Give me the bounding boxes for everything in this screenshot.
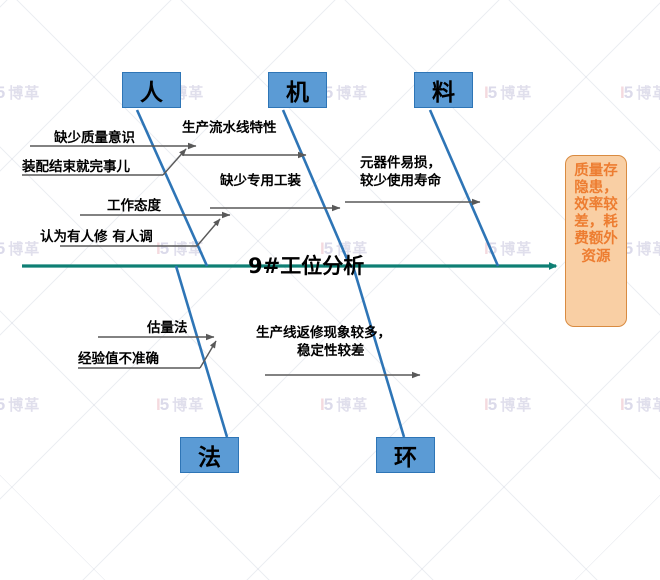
cause-label-fa-1: 估量法	[147, 320, 188, 336]
diagram-text-layer: 人 机 料 法 环 质量存隐患，效率较差，耗费额外资源 9#工位分析 缺少质量意…	[22, 72, 627, 473]
category-label-liao: 料	[432, 80, 455, 106]
fishbone-bones-svg	[22, 109, 558, 438]
cause-label-ji-1: 生产流水线特性	[182, 120, 277, 136]
cause-label-ren-3: 工作态度	[107, 198, 161, 214]
watermark-text: 博革	[8, 397, 41, 414]
category-box-ren[interactable]: 人	[122, 72, 181, 108]
sub-arrow-fa-2-connector	[78, 340, 217, 369]
watermark-glyph-icon: I5	[484, 83, 497, 102]
watermark-glyph-icon: I5	[320, 239, 333, 258]
category-box-ji[interactable]: 机	[268, 72, 327, 108]
category-box-huan[interactable]: 环	[376, 437, 435, 473]
sub-arrow-ren-4-connector	[60, 218, 221, 247]
watermark-glyph-icon: I5	[0, 84, 5, 101]
main-bone-huan	[351, 265, 406, 438]
watermark-text: 博革	[636, 241, 660, 258]
cause-label-ren-1: 缺少质量意识	[54, 130, 135, 146]
watermark-text: 博革	[172, 397, 205, 414]
watermark-text: 博革	[636, 85, 660, 102]
cause-label-ren-4: 认为有人修 有人调	[40, 229, 153, 245]
cause-label-ren-2: 装配结束就完事儿	[22, 159, 130, 175]
watermark-text: 博革	[500, 397, 533, 414]
cause-label-liao-1: 元器件易损，	[360, 155, 441, 171]
category-box-liao[interactable]: 料	[414, 72, 473, 108]
watermark-text: 博革	[636, 397, 660, 414]
watermark-glyph-icon: I5	[620, 83, 633, 102]
effect-text: 质量存隐患，效率较差，耗费额外资源	[574, 163, 618, 265]
cause-label-liao-2: 较少使用寿命	[360, 173, 441, 189]
main-bone-ji	[281, 109, 352, 267]
watermark-glyph-icon: I5	[0, 240, 5, 257]
watermark-glyph-icon: I5	[484, 239, 497, 258]
watermark-glyph-icon: I5	[620, 395, 633, 414]
cause-label-huan-1: 生产线返修现象较多，	[256, 325, 391, 341]
main-bone-ren	[135, 109, 209, 267]
spine-center-label: 9#工位分析	[248, 254, 365, 278]
sub-arrow-ren-2-connector	[22, 148, 187, 176]
watermark-glyph-icon: I5	[484, 395, 497, 414]
category-label-fa: 法	[198, 445, 221, 471]
watermark-text: 博革	[8, 241, 41, 258]
watermark-glyph-icon: I5	[320, 395, 333, 414]
main-bone-fa	[174, 265, 229, 438]
watermark-glyph-icon: I5	[0, 396, 5, 413]
cause-label-ji-2: 缺少专用工装	[220, 173, 301, 189]
category-label-ren: 人	[140, 80, 163, 106]
watermark-text: 博革	[172, 241, 205, 258]
watermark-text: 博革	[8, 85, 41, 102]
cause-label-huan-2: 稳定性较差	[297, 343, 365, 359]
category-box-fa[interactable]: 法	[180, 437, 239, 473]
category-label-huan: 环	[394, 445, 417, 471]
category-label-ji: 机	[286, 80, 309, 106]
watermark-text: 博革	[500, 85, 533, 102]
watermark-text: 博革	[500, 241, 533, 258]
watermark-text: 博革	[336, 397, 369, 414]
watermark-glyph-icon: I5	[156, 239, 169, 258]
effect-outcome-box[interactable]: 质量存隐患，效率较差，耗费额外资源	[565, 155, 627, 327]
main-bone-liao	[428, 109, 500, 267]
watermark-glyph-icon: I5	[156, 395, 169, 414]
cause-label-fa-2: 经验值不准确	[78, 351, 159, 367]
watermark-text: 博革	[336, 85, 369, 102]
